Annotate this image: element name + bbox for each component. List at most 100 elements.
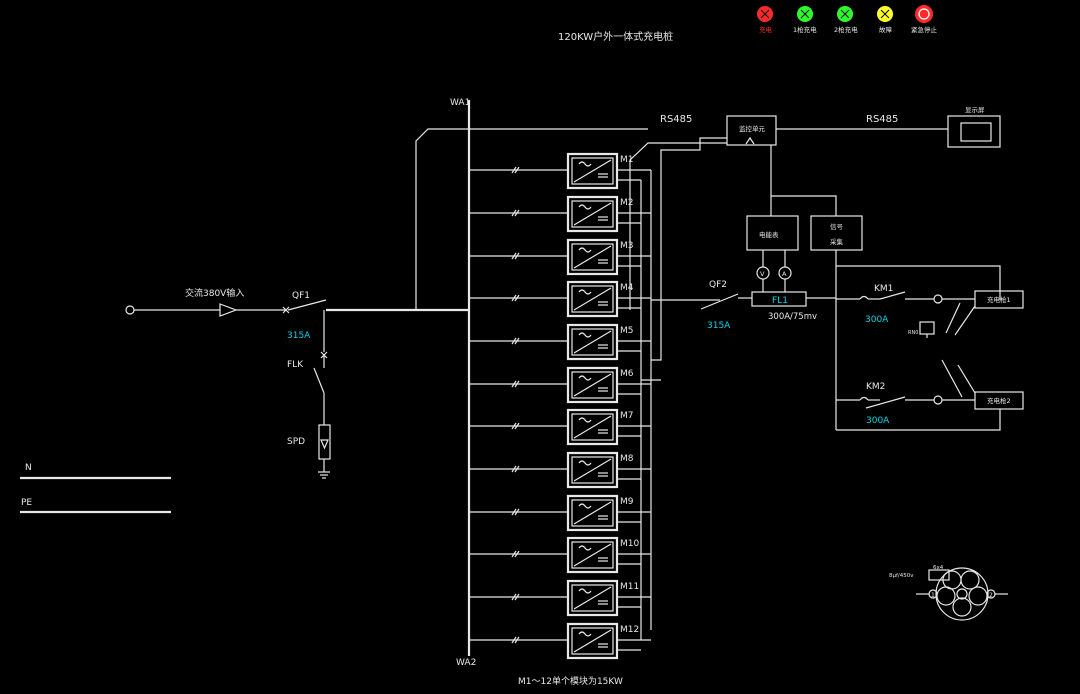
rs485-left-line (629, 142, 727, 310)
module-label: M11 (620, 582, 639, 592)
qf2-label: QF2 (709, 280, 727, 290)
qf1-rating: 315A (287, 331, 311, 341)
module-label: M6 (620, 369, 634, 379)
fan-pin1: 1 (931, 592, 935, 599)
status-lamp-gun2: 2枪充电 (834, 6, 858, 34)
status-label: 紧急停止 (911, 25, 938, 34)
km1-label: KM1 (874, 284, 893, 294)
km1-rating: 300A (865, 315, 889, 325)
busbar-bottom-label: WA2 (456, 658, 476, 668)
display-label: 显示屏 (965, 106, 985, 114)
module-label: M1 (620, 155, 634, 165)
module-row: M2 (469, 195, 651, 233)
ac-input: 交流380V输入 (125, 287, 286, 317)
status-label: 2枪充电 (834, 25, 858, 34)
signal-acquisition: 信号 采集 (810, 215, 1001, 300)
busbar-top-label: WA1 (450, 98, 470, 108)
rectifier-module (566, 280, 619, 318)
module-label: M12 (620, 625, 639, 635)
meter-label: 电能表 (759, 230, 779, 239)
energy-meter: 电能表 V A (746, 215, 799, 292)
fan-icon: 1 2 6x4 8μf/450v (889, 565, 1008, 621)
dc-collectors (640, 137, 727, 640)
qf2-rating: 315A (707, 321, 731, 331)
rectifier-module (566, 152, 619, 190)
module-label: M2 (620, 198, 634, 208)
pe-label: PE (21, 498, 32, 508)
module-label: M4 (620, 283, 634, 293)
qf1-label: QF1 (292, 291, 310, 301)
module-row: M1 (469, 152, 651, 190)
rectifier-module (566, 536, 619, 574)
module-row: M4 (469, 280, 651, 318)
rs485-left-label: RS485 (660, 114, 692, 125)
ac-input-label: 交流380V输入 (185, 287, 244, 299)
rn0-label: RN0 (908, 330, 918, 336)
gun-return: RN0 (836, 302, 1001, 431)
status-lamp-estop: 紧急停止 (911, 5, 938, 34)
signal-label-1: 信号 (830, 222, 844, 231)
module-label: M8 (620, 454, 634, 464)
module-label: M7 (620, 411, 634, 421)
module-row: M5 (469, 323, 651, 361)
module-row: M10 (469, 536, 651, 574)
module-label: M9 (620, 497, 634, 507)
module-label: M10 (620, 539, 639, 549)
module-row: M9 (469, 494, 651, 532)
rectifier-module (566, 366, 619, 404)
rs485-right-label: RS485 (866, 114, 898, 125)
fl1-rating: 300A/75mv (768, 312, 817, 322)
km2-rating: 300A (866, 416, 890, 426)
module-label: M5 (620, 326, 634, 336)
gun1-label: 充电枪1 (987, 295, 1011, 304)
contactor-km2: KM2 300A 充电枪2 (836, 382, 1024, 426)
status-lamp-gun1: 1枪充电 (793, 6, 817, 34)
spd-label: SPD (287, 437, 305, 447)
rectifier-module (566, 195, 619, 233)
breaker-qf1: QF1 315A (282, 291, 469, 341)
status-label: 充电 (759, 25, 773, 34)
fan-capacitor-label: 8μf/450v (889, 573, 914, 579)
ground-lines: N PE (20, 463, 171, 514)
status-lamp-fault: 故障 (877, 6, 893, 34)
display-link: RS485 显示屏 (776, 106, 1001, 148)
rectifier-module (566, 622, 619, 660)
module-note: M1～12单个模块为15KW (518, 675, 623, 687)
dc-output: QF2 315A FL1 300A/75mv (700, 266, 837, 430)
ammeter-symbol: A (782, 270, 787, 278)
monitor-label: 监控单元 (739, 124, 766, 133)
diagram-title: 120KW户外一体式充电桩 (558, 30, 673, 43)
module-label: M3 (620, 241, 634, 251)
status-label: 1枪充电 (793, 25, 817, 34)
fan-pin2: 2 (989, 592, 993, 599)
fan-capbox-label: 6x4 (933, 565, 944, 571)
status-label: 故障 (879, 25, 893, 34)
voltmeter-symbol: V (760, 270, 765, 278)
rectifier-module (566, 451, 619, 489)
monitor-unit: 监控单元 (726, 115, 837, 216)
status-legend: 充电 1枪充电 2枪充电 故障 紧急停止 (757, 5, 938, 34)
module-row: M7 (469, 408, 651, 446)
rectifier-module (566, 408, 619, 446)
module-row: M12 (469, 622, 651, 660)
km2-label: KM2 (866, 382, 885, 392)
signal-label-2: 采集 (830, 237, 844, 246)
module-row: M6 (469, 366, 651, 404)
status-lamp-charging: 充电 (757, 6, 773, 34)
rectifier-module (566, 238, 619, 276)
fl1-label: FL1 (772, 296, 788, 306)
gun2-label: 充电枪2 (987, 396, 1011, 405)
surge-branch: FLK SPD (287, 310, 331, 479)
rectifier-module (566, 494, 619, 532)
module-row: M8 (469, 451, 651, 489)
aux-supply-line (415, 128, 648, 310)
flk-label: FLK (287, 360, 304, 370)
n-label: N (25, 463, 32, 473)
module-row: M11 (469, 579, 651, 617)
module-row: M3 (469, 238, 651, 276)
rectifier-module (566, 579, 619, 617)
rectifier-module (566, 323, 619, 361)
contactor-km1: KM1 300A 充电枪1 (836, 284, 1024, 325)
